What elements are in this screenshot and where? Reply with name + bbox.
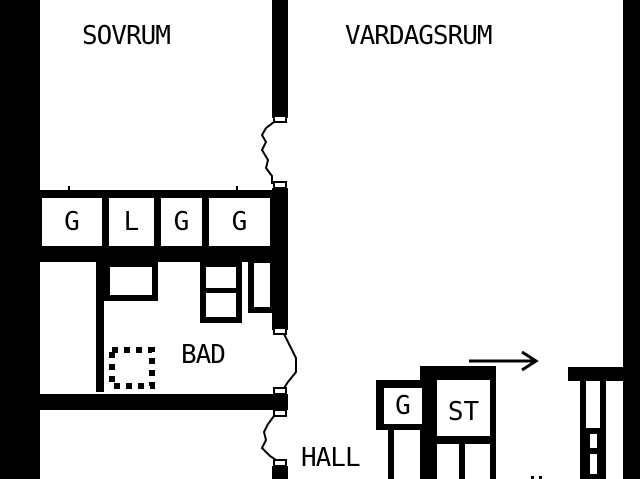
closet-label: L: [123, 207, 140, 237]
closet-label: G: [173, 207, 190, 237]
door-opening-bad: [283, 333, 297, 389]
hall-closet: G: [384, 388, 422, 424]
exterior-wall-right: [623, 0, 640, 479]
hall-closet-label: G: [395, 391, 411, 421]
storage-label: ST: [447, 397, 480, 427]
room-label-vardagsrum: VARDAGSRUM: [345, 21, 493, 51]
closet-g-3: G: [209, 198, 270, 246]
closet-g-2: G: [161, 198, 202, 246]
closet-label: G: [64, 207, 80, 237]
partition-wall-top: [272, 0, 288, 118]
closet-l: L: [109, 198, 154, 246]
closet-g-1: G: [42, 198, 102, 246]
door-opening-hall: [260, 415, 277, 461]
room-label-sovrum: SOVRUM: [82, 21, 171, 51]
room-label-hall: HALL: [301, 443, 361, 473]
shower-drain: [109, 347, 155, 389]
door-opening-sovrum: [260, 121, 275, 184]
storage: ST: [437, 388, 490, 436]
closet-label: G: [231, 207, 248, 237]
exterior-wall-left: [0, 0, 40, 479]
room-label-bad: BAD: [181, 340, 226, 370]
wall-bad-hall: [40, 394, 288, 410]
